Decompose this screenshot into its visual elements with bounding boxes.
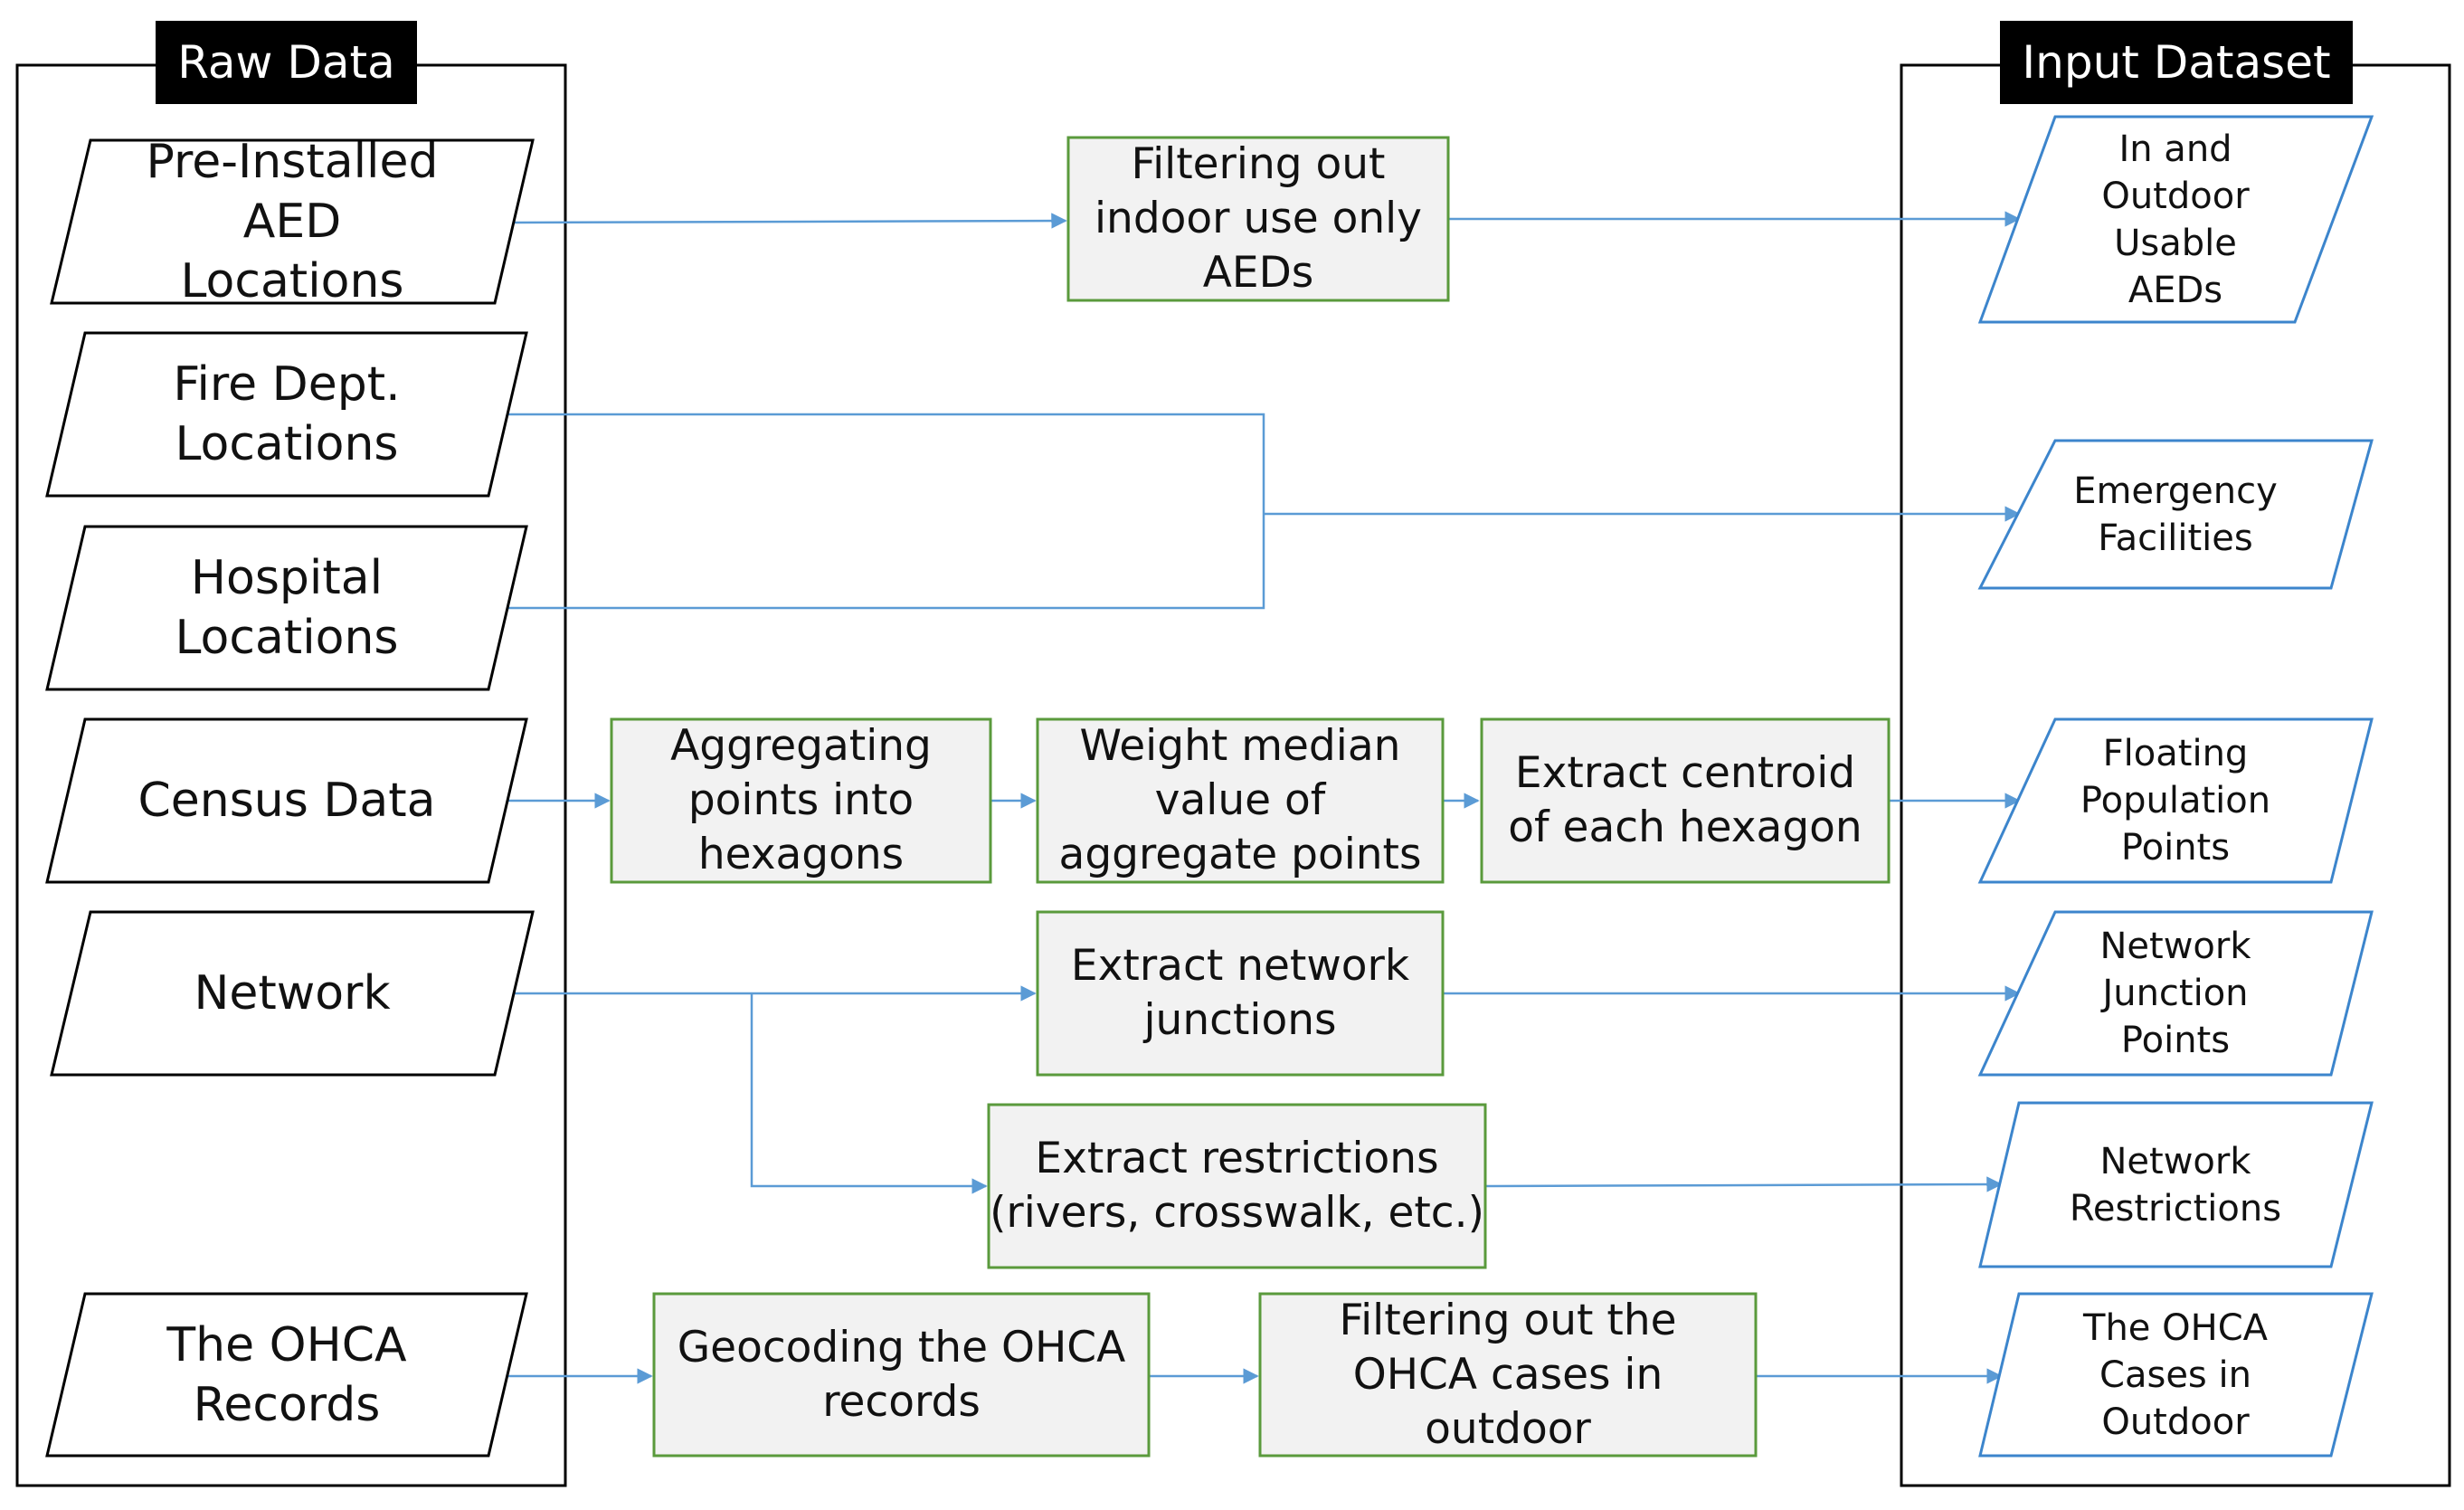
raw-network-label: Network — [194, 966, 391, 1021]
proc-junctions-box — [1036, 910, 1445, 1077]
out-net-restrictions-shape — [1978, 1101, 2374, 1268]
out-floating-pop-shape — [1977, 717, 2374, 884]
proc-junctions-label: Extract network junctions — [1070, 941, 1410, 1045]
raw-network-shape — [50, 910, 535, 1077]
proc-filter-indoor-label: Filtering out indoor use only AEDs — [1094, 139, 1422, 298]
proc-centroid-box — [1480, 717, 1891, 884]
raw-fire-shape — [45, 331, 528, 498]
raw-fire-label: Fire Dept. Locations — [173, 357, 401, 471]
raw-data-title: Raw Data — [156, 21, 417, 104]
out-floating-pop-label: Floating Population Points — [2080, 733, 2271, 869]
connector-aed-to-filter — [512, 213, 1067, 229]
raw-census-shape — [45, 717, 528, 884]
proc-filter-indoor-box — [1066, 136, 1450, 302]
connector-restrictions-to-output — [1484, 1176, 2003, 1192]
out-junction-points-shape — [1977, 910, 2374, 1077]
out-ohca-outdoor-shape — [1978, 1292, 2374, 1458]
out-ohca-outdoor-label: The OHCA Cases in Outdoor — [2083, 1306, 2268, 1443]
proc-geocode-box — [652, 1292, 1151, 1458]
raw-hospital-shape — [45, 525, 528, 691]
raw-ohca-label: The OHCA Records — [166, 1317, 407, 1432]
out-usable-aeds-shape — [1977, 115, 2374, 324]
proc-geocode-label: Geocoding the OHCA records — [677, 1322, 1126, 1427]
out-emergency-shape — [1977, 439, 2374, 590]
raw-census-label: Census Data — [137, 774, 436, 828]
connector-fire-to-merge — [508, 413, 1265, 610]
proc-centroid-label: Extract centroid of each hexagon — [1508, 748, 1862, 852]
out-usable-aeds-label: In and Outdoor Usable AEDs — [2101, 128, 2250, 311]
proc-aggregate-box — [610, 717, 992, 884]
raw-ohca-shape — [45, 1292, 528, 1458]
proc-filter-outdoor-label: Filtering out the OHCA cases in outdoor — [1339, 1295, 1677, 1454]
connector-network-to-restrictions — [750, 993, 988, 1194]
out-net-restrictions-label: Network Restrictions — [2069, 1140, 2282, 1230]
out-emergency-label: Emergency Facilities — [2073, 470, 2278, 559]
proc-weight-median-box — [1036, 717, 1445, 884]
proc-restrictions-label: Extract restrictions (rivers, crosswalk,… — [990, 1134, 1484, 1238]
raw-aed-shape — [50, 138, 535, 305]
proc-restrictions-box — [987, 1103, 1487, 1269]
out-junction-points-label: Network Junction Points — [2099, 926, 2251, 1061]
proc-aggregate-label: Aggregating points into hexagons — [670, 721, 932, 879]
raw-hospital-label: Hospital Locations — [175, 551, 399, 665]
proc-filter-outdoor-box — [1258, 1292, 1758, 1458]
input-dataset-title: Input Dataset — [2000, 21, 2353, 104]
proc-weight-median-label: Weight median value of aggregate points — [1058, 721, 1422, 879]
raw-aed-label: Pre-Installed AED Locations — [146, 135, 439, 309]
